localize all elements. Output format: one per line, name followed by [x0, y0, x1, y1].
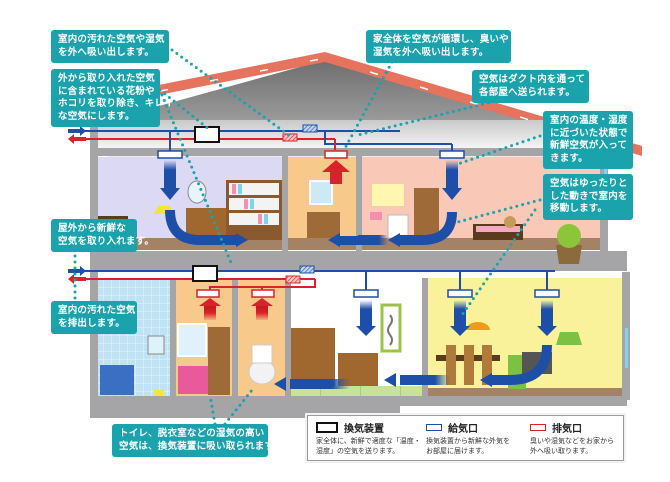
legend-desc-line: 家全体に、新鮮で適度な「温度・ — [316, 437, 421, 445]
callout-line: 屋外から新鮮な — [58, 223, 126, 234]
callout-line: 室内の温度・湿度 — [550, 115, 628, 126]
callout-filter: 外から取り入れた空気 に含まれている花粉や ホコリを取り除き、キレイ な空気にし… — [51, 69, 174, 127]
callout-intake-fresh: 屋外から新鮮な 空気を取り入れます。 — [51, 219, 155, 252]
callout-toilet: トイレ、脱衣室などの湿気の高い 空気は、換気装置に吸い取られます。 — [112, 424, 283, 457]
legend-title: 換気装置 — [344, 423, 384, 435]
airflow-arrows-lower — [199, 298, 557, 391]
callout-line: した動きで室内を — [550, 190, 628, 202]
exhaust-vent — [251, 289, 275, 298]
callout-line: 外から取り入れた空気 — [58, 73, 156, 84]
callout-temperature: 室内の温度・湿度 に近づいた状態で 新鮮空気が入って きます。 — [543, 111, 633, 169]
leader-lines — [73, 48, 542, 426]
window-side-lower — [625, 328, 628, 368]
callout-line: トイレ、脱衣室などの湿気の高い — [119, 428, 265, 439]
callout-line: きます。 — [550, 152, 588, 164]
filter-red-upper — [282, 133, 298, 142]
exhaust-vent-swatch-icon — [530, 423, 546, 431]
legend-desc-line: お部屋に届けます。 — [426, 446, 489, 455]
legend-item-exhaust: 排気口 臭いや湿気などをお家から 外へ吸い取ります。 — [530, 420, 614, 456]
callout-circulate: 家全体を空気が循環し、臭いや 湿気を外へ吸い出します。 — [366, 30, 511, 63]
callout-line: 室内の汚れた空気 — [58, 305, 136, 316]
callout-line: 各部屋へ送られます。 — [479, 86, 576, 98]
callout-line: ホコリを取り除き、キレイ — [58, 98, 174, 109]
callout-line: 新鮮空気が入って — [550, 140, 628, 151]
callout-line: 空気を取り入れます。 — [58, 235, 155, 247]
room-bathroom — [98, 278, 170, 396]
filter-blue-lower — [299, 265, 315, 274]
legend-desc-line: 換気装置から新鮮な外気を — [426, 437, 510, 445]
ventilation-unit-upper — [194, 126, 220, 143]
filter-red-lower — [285, 275, 301, 284]
ventilation-unit-swatch-icon — [316, 421, 338, 433]
supply-vent — [439, 150, 465, 159]
callout-exhaust-outside: 室内の汚れた空気や湿気 を外へ吸い出します。 — [51, 30, 169, 63]
callout-line: 空気はダクト内を通って — [479, 74, 586, 85]
callout-line: に含まれている花粉や — [58, 85, 155, 97]
legend-item-unit: 換気装置 家全体に、新鮮で適度な「温度・ 湿度」の空気を送ります。 — [316, 420, 421, 456]
callout-line: 空気は、換気装置に吸い取られます。 — [119, 440, 283, 452]
exhaust-vent — [196, 289, 220, 298]
legend-title: 排気口 — [552, 423, 582, 435]
supply-vent — [157, 150, 183, 159]
legend-desc-line: 外へ吸い取ります。 — [530, 446, 593, 455]
plant — [556, 224, 582, 264]
supply-vent — [534, 289, 560, 298]
callout-exhaust-dirty: 室内の汚れた空気 を排出します。 — [51, 301, 137, 334]
supply-vent-swatch-icon — [426, 423, 442, 431]
callout-line: 空気はゆったりと — [550, 178, 628, 189]
airflow-arrows-upper — [160, 160, 462, 247]
callout-line: に近づいた状態で — [550, 127, 628, 139]
callout-duct: 空気はダクト内を通って 各部屋へ送られます。 — [472, 70, 589, 103]
callout-line: 家全体を空気が循環し、臭いや — [373, 34, 509, 45]
legend-item-supply: 給気口 換気装置から新鮮な外気を お部屋に届けます。 — [426, 420, 510, 456]
callout-line: な空気にします。 — [58, 110, 135, 122]
callout-line: 室内の汚れた空気や湿気 — [58, 34, 165, 45]
callout-line: を排出します。 — [58, 317, 125, 329]
ventilation-unit-lower — [192, 265, 218, 282]
outside-air-arrows — [68, 126, 86, 284]
supply-vent — [447, 289, 473, 298]
callout-slow-move: 空気はゆったりと した動きで室内を 移動します。 — [543, 174, 633, 220]
legend-desc-line: 臭いや湿気などをお家から — [530, 437, 614, 445]
legend-desc-line: 湿度」の空気を送ります。 — [316, 446, 400, 455]
legend: 換気装置 家全体に、新鮮で適度な「温度・ 湿度」の空気を送ります。 給気口 換気… — [307, 415, 624, 461]
supply-vent — [353, 289, 379, 298]
walls — [90, 117, 630, 418]
exhaust-vent — [324, 150, 348, 159]
callout-line: 湿気を外へ吸い出します。 — [373, 46, 489, 58]
callout-line: を外へ吸い出します。 — [58, 46, 155, 58]
legend-title: 給気口 — [448, 423, 478, 435]
filter-blue-upper — [302, 124, 318, 133]
callout-line: 移動します。 — [550, 203, 608, 214]
